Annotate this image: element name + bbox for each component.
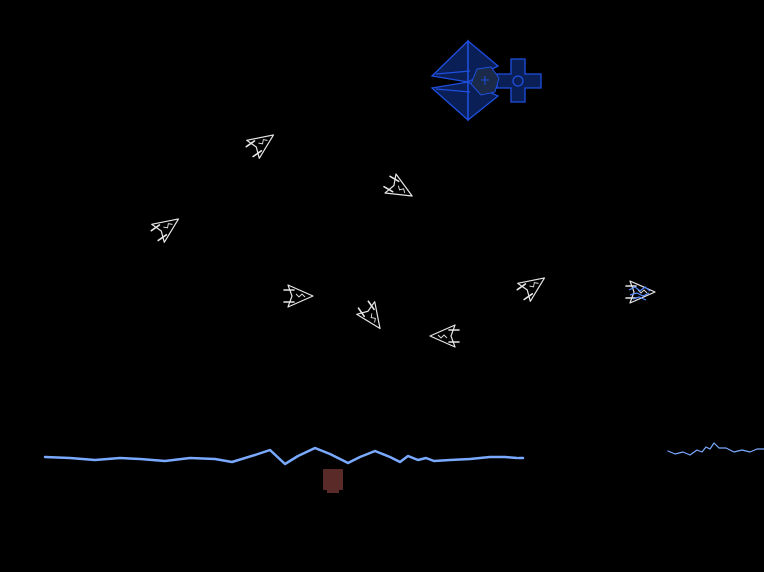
enemy-fighter <box>625 280 656 304</box>
turret-body <box>323 469 343 490</box>
enemy-fighter <box>150 218 180 243</box>
enemy-fighter <box>516 277 546 302</box>
enemy-fighter <box>356 300 381 330</box>
mothership-cross-pod <box>496 58 542 103</box>
mothership-core <box>470 66 500 96</box>
mothership <box>430 39 542 122</box>
enemy-fighters <box>150 134 656 348</box>
enemy-fighter <box>283 284 314 308</box>
enemy-fighter <box>429 324 460 348</box>
terrain <box>43 442 764 466</box>
ground-line <box>43 446 519 466</box>
player-turret[interactable] <box>323 469 343 493</box>
enemy-fighter <box>245 134 275 159</box>
enemy-fighter <box>383 173 413 197</box>
ground-line-far <box>667 442 764 456</box>
turret-base <box>327 489 339 493</box>
